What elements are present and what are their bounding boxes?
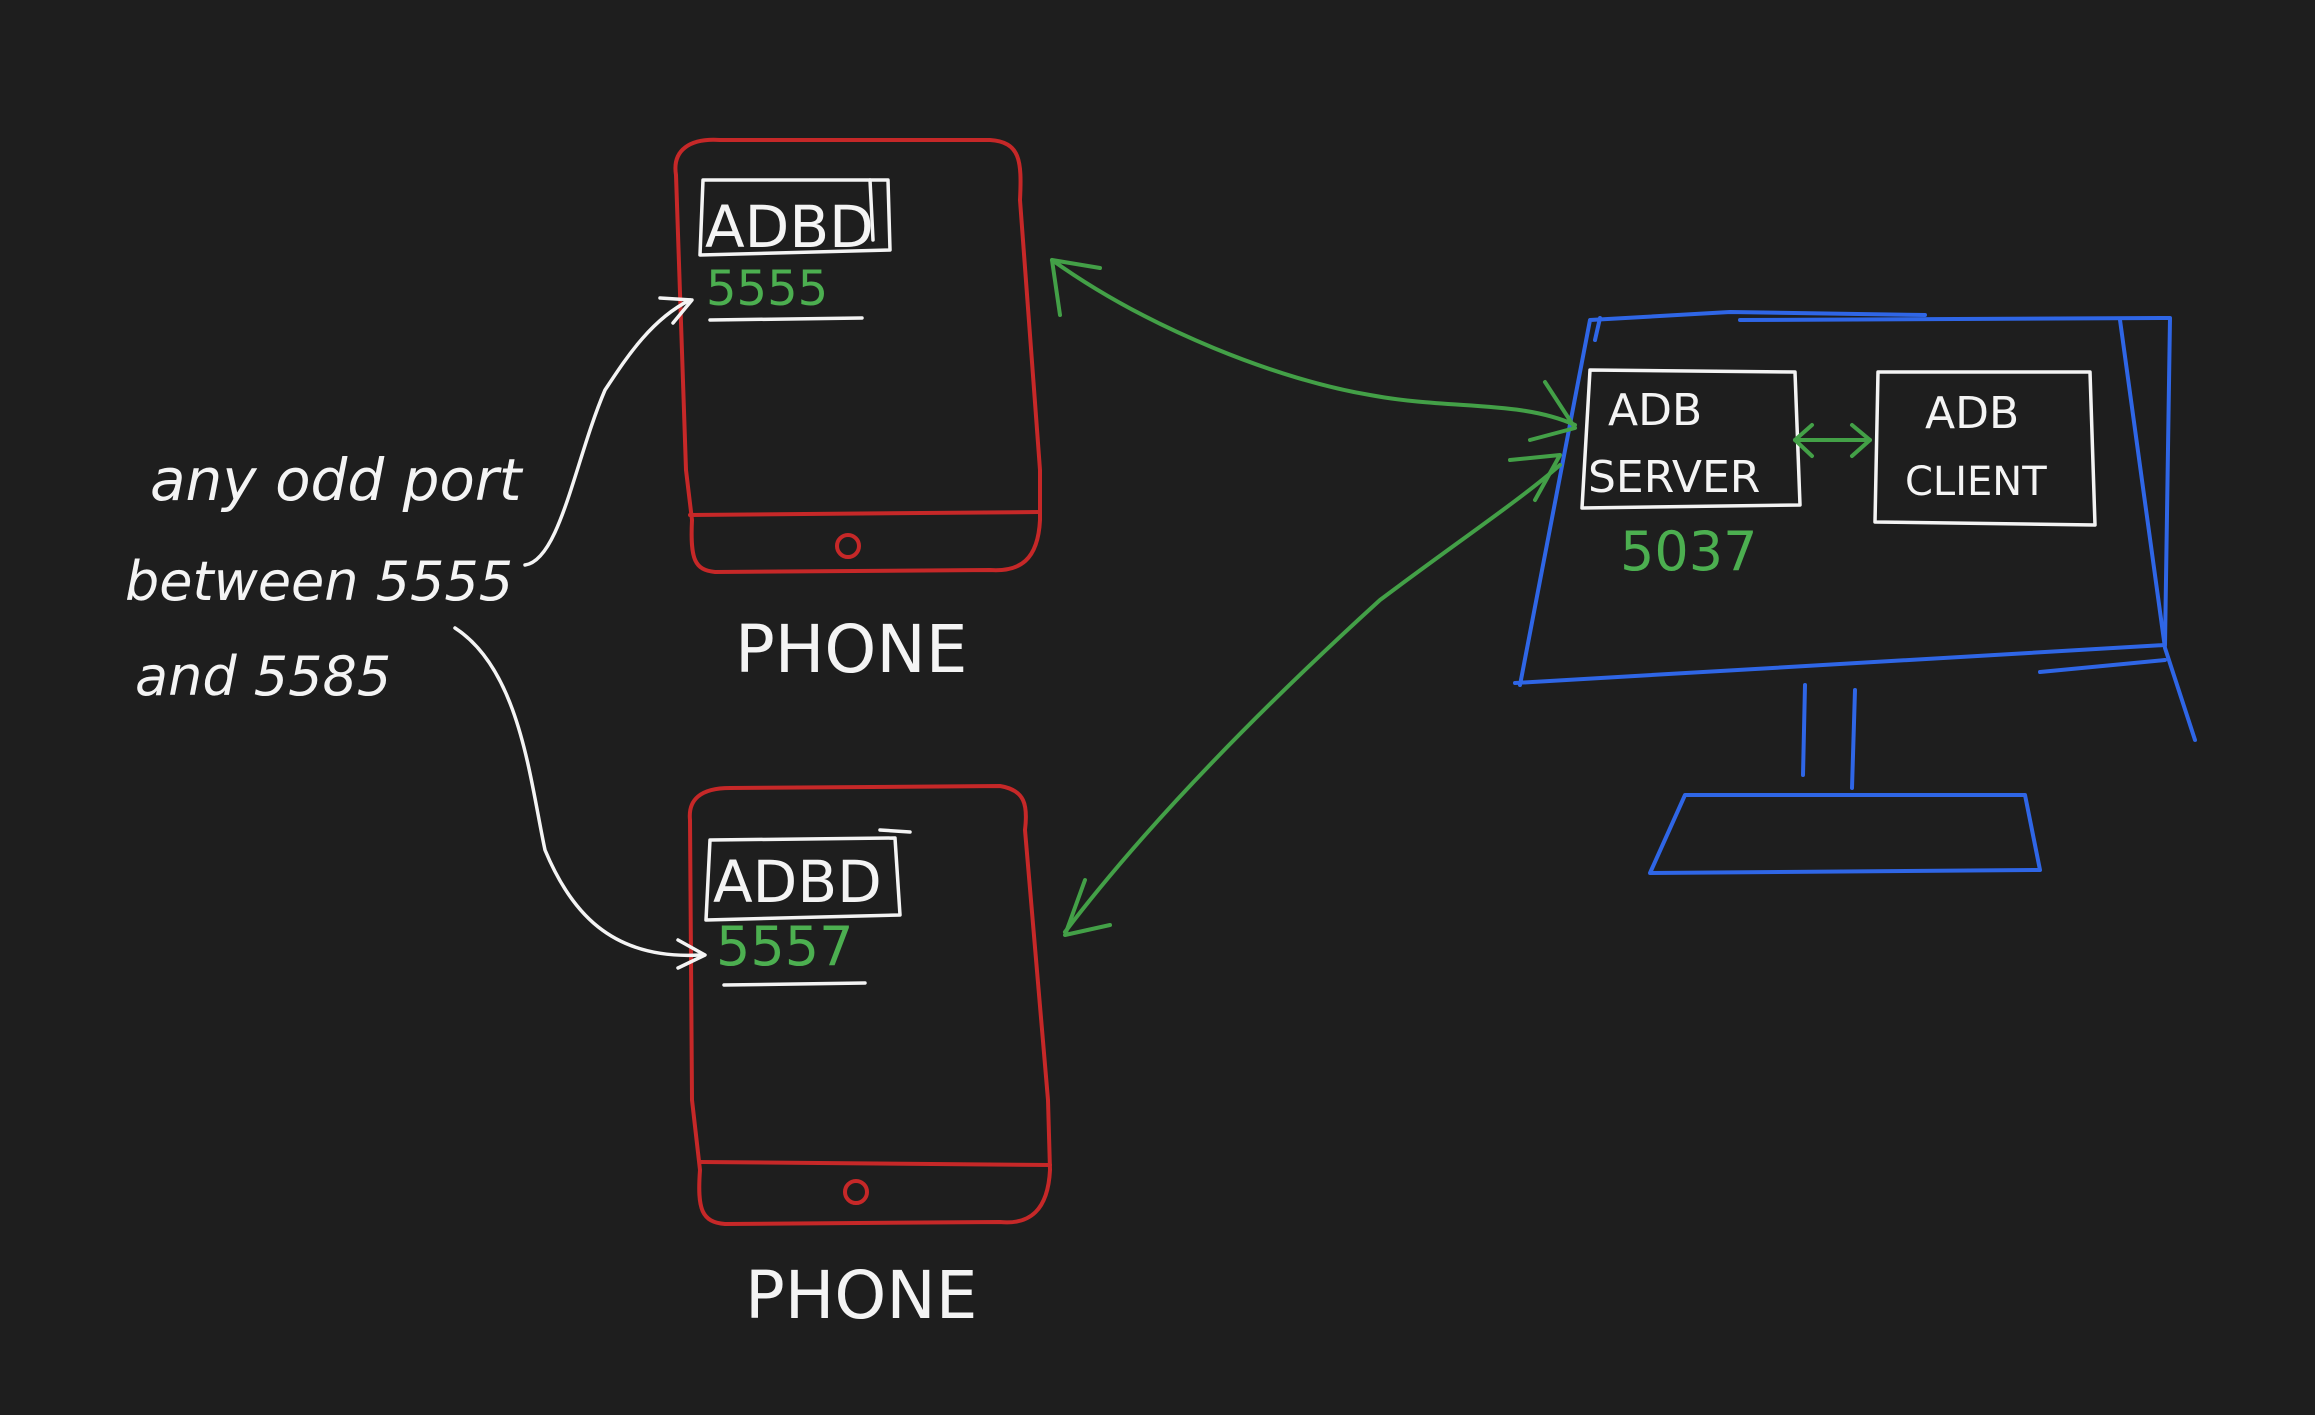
port-underline-bottom: [722, 981, 867, 987]
monitor-screen-outline: [1513, 310, 2172, 687]
computer-monitor: ADB SERVER 5037 ADB CLIENT: [1513, 310, 2197, 875]
annotation-line-1: any odd port: [150, 446, 524, 514]
adb-client-outline: [1873, 370, 2097, 527]
annotation-line-3: and 5585: [135, 645, 391, 708]
phone-bottom-body: [687, 784, 1052, 1226]
server-client-arrow: [1793, 423, 1872, 458]
adb-server-outline: [1580, 368, 1802, 510]
phone-top-body: [673, 137, 1042, 574]
adb-client-box: ADB CLIENT: [1873, 370, 2097, 527]
annotation-arrow-bottom: [453, 626, 702, 958]
phone-top-home-button: [835, 533, 861, 559]
annotation-line-2: between 5555: [125, 550, 513, 613]
adbd-box-bottom-outline: [704, 836, 902, 922]
adbd-box-bottom: ADBD: [704, 828, 912, 922]
monitor-base: [1648, 793, 2042, 875]
port-underline-top: [708, 316, 864, 322]
adbd-port-top: 5555: [706, 261, 828, 317]
adbd-box-top-outline: [698, 178, 892, 257]
port-annotation: any odd port between 5555 and 5585: [125, 296, 707, 970]
annotation-arrow-top: [523, 298, 692, 567]
adb-server-label-1: ADB: [1608, 385, 1702, 436]
phone-bottom: ADBD 5557 PHONE: [687, 784, 1052, 1334]
phone-top: ADBD 5555 PHONE: [673, 137, 1042, 688]
adbd-port-bottom: 5557: [716, 915, 853, 978]
monitor-neck: [1801, 683, 1857, 790]
connection-arrow-top: [1050, 258, 1577, 442]
adbd-label-bottom: ADBD: [713, 848, 882, 916]
adb-server-port: 5037: [1620, 520, 1757, 583]
adbd-box-top: ADBD: [698, 178, 892, 261]
adb-server-box: ADB SERVER: [1580, 368, 1802, 510]
phone-bottom-label: PHONE: [745, 1257, 977, 1334]
phone-top-home-divider: [688, 510, 1042, 517]
adbd-label-top: ADBD: [705, 193, 874, 261]
connection-arrow-bottom: [1063, 453, 1562, 937]
phone-bottom-home-button: [843, 1179, 869, 1205]
phone-bottom-home-divider: [698, 1160, 1052, 1167]
phone-top-label: PHONE: [735, 611, 967, 688]
adb-client-label-1: ADB: [1925, 388, 2019, 439]
adb-server-label-2: SERVER: [1588, 452, 1760, 503]
adb-client-label-2: CLIENT: [1905, 459, 2047, 505]
